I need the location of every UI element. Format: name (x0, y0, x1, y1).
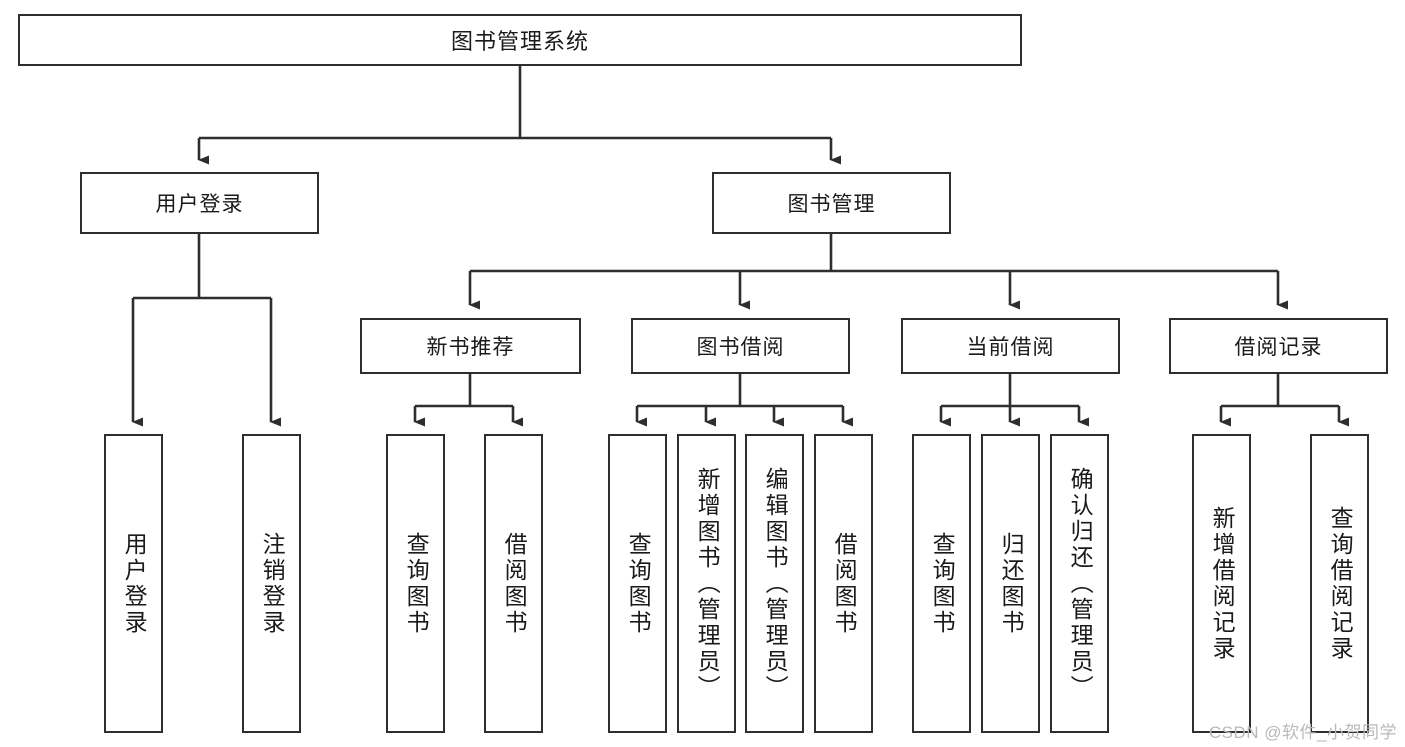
node-book-borrow[interactable]: 图书借阅 (631, 318, 850, 374)
node-borrow-record[interactable]: 借阅记录 (1169, 318, 1388, 374)
leaf-label: 查询图书 (403, 531, 430, 636)
node-label: 新书推荐 (426, 336, 515, 359)
node-label: 借阅记录 (1234, 336, 1323, 359)
leaf-label: 归还图书 (998, 531, 1025, 636)
leaf-edit-book-admin[interactable]: 编辑图书（管理员） (745, 434, 804, 733)
leaf-label: 编辑图书（管理员） (762, 466, 789, 701)
leaf-query-book-recommend[interactable]: 查询图书 (386, 434, 445, 733)
node-user-login[interactable]: 用户登录 (80, 172, 319, 234)
node-new-book-recommendation[interactable]: 新书推荐 (360, 318, 581, 374)
node-label: 当前借阅 (966, 336, 1055, 359)
leaf-label: 借阅图书 (501, 531, 528, 636)
node-label: 图书管理 (787, 193, 876, 216)
node-root-book-management-system[interactable]: 图书管理系统 (18, 14, 1022, 66)
leaf-query-book-current[interactable]: 查询图书 (912, 434, 971, 733)
node-label: 图书借阅 (696, 336, 785, 359)
leaf-user-logout[interactable]: 注销登录 (242, 434, 301, 733)
leaf-add-book-admin[interactable]: 新增图书（管理员） (677, 434, 736, 733)
watermark: CSDN @软件_小贺同学 (1208, 723, 1397, 742)
leaf-query-borrow-record[interactable]: 查询借阅记录 (1310, 434, 1369, 733)
node-current-borrow[interactable]: 当前借阅 (901, 318, 1120, 374)
leaf-label: 新增借阅记录 (1209, 505, 1236, 662)
leaf-label: 查询图书 (625, 531, 652, 636)
leaf-return-book[interactable]: 归还图书 (981, 434, 1040, 733)
leaf-confirm-return-admin[interactable]: 确认归还（管理员） (1050, 434, 1109, 733)
node-book-management[interactable]: 图书管理 (712, 172, 951, 234)
node-label: 用户登录 (155, 193, 244, 216)
leaf-label: 注销登录 (259, 531, 286, 636)
leaf-borrow-book[interactable]: 借阅图书 (814, 434, 873, 733)
leaf-add-borrow-record[interactable]: 新增借阅记录 (1192, 434, 1251, 733)
leaf-label: 用户登录 (121, 531, 148, 636)
leaf-label: 借阅图书 (831, 531, 858, 636)
leaf-label: 新增图书（管理员） (694, 466, 721, 701)
leaf-user-login[interactable]: 用户登录 (104, 434, 163, 733)
leaf-query-book-borrow[interactable]: 查询图书 (608, 434, 667, 733)
leaf-label: 确认归还（管理员） (1067, 466, 1094, 701)
leaf-borrow-book-recommend[interactable]: 借阅图书 (484, 434, 543, 733)
node-label: 图书管理系统 (450, 29, 589, 54)
leaf-label: 查询借阅记录 (1327, 505, 1354, 662)
leaf-label: 查询图书 (929, 531, 956, 636)
